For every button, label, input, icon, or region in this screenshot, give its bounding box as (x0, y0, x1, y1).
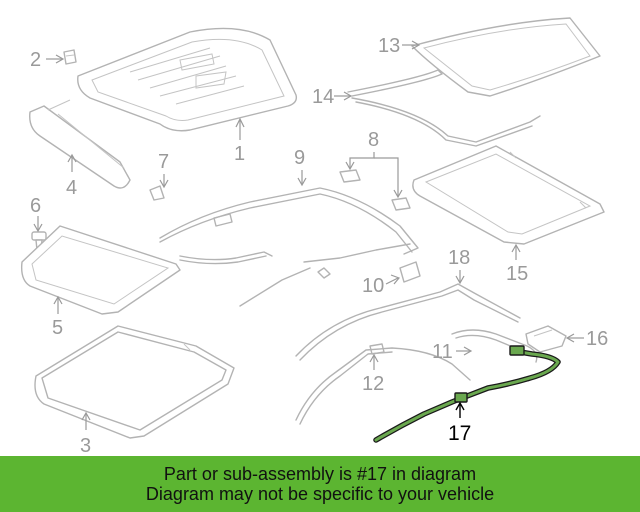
svg-text:6: 6 (30, 195, 41, 217)
part-3-seal (34, 325, 235, 439)
label-12: 12 (362, 353, 384, 395)
label-5: 5 (52, 295, 63, 339)
svg-text:15: 15 (506, 263, 528, 285)
svg-text:8: 8 (368, 129, 379, 151)
label-15: 15 (506, 243, 528, 285)
part-5-glass-frame (20, 225, 181, 315)
label-4: 4 (66, 153, 77, 199)
label-6: 6 (30, 195, 43, 233)
svg-text:18: 18 (448, 247, 470, 269)
part-7-bracket (149, 185, 165, 201)
label-11: 11 (432, 341, 473, 363)
part-9-track-assembly (159, 187, 419, 307)
label-14: 14 (312, 86, 353, 108)
part-10-motor (399, 261, 421, 283)
svg-text:17: 17 (448, 422, 471, 445)
svg-text:13: 13 (378, 35, 400, 57)
svg-text:5: 5 (52, 317, 63, 339)
svg-text:16: 16 (586, 328, 608, 350)
svg-text:11: 11 (432, 341, 453, 363)
label-8: 8 (345, 129, 403, 199)
svg-text:12: 12 (362, 373, 384, 395)
svg-text:10: 10 (362, 275, 384, 297)
svg-text:4: 4 (66, 177, 77, 199)
label-16: 16 (565, 328, 608, 350)
part-15-sunshade (412, 145, 605, 245)
part-1-roof-panel (77, 27, 298, 132)
info-banner: Part or sub-assembly is #17 in diagram D… (0, 456, 640, 512)
part-14-seal-strip (347, 69, 541, 147)
part-18-drain-hose (295, 283, 521, 361)
svg-text:3: 3 (80, 435, 91, 455)
label-13: 13 (378, 35, 421, 57)
svg-text:9: 9 (294, 147, 305, 169)
part-4-deflector (29, 99, 131, 189)
svg-text:7: 7 (158, 151, 169, 173)
banner-line-disclaimer: Diagram may not be specific to your vehi… (145, 484, 495, 504)
label-3: 3 (80, 411, 91, 455)
label-1: 1 (234, 117, 245, 165)
svg-text:14: 14 (312, 86, 334, 108)
part-17-cable-highlighted (373, 345, 561, 443)
label-9: 9 (294, 147, 307, 187)
label-10: 10 (362, 274, 401, 297)
part-13-glass (411, 17, 601, 97)
svg-text:1: 1 (234, 143, 245, 165)
label-7: 7 (158, 151, 169, 189)
part-12-hose (295, 343, 471, 425)
label-18: 18 (448, 247, 470, 285)
banner-line-part: Part or sub-assembly is #17 in diagram (163, 464, 477, 484)
label-2: 2 (30, 49, 65, 71)
part-2-clip (63, 49, 77, 65)
label-17: 17 (448, 401, 471, 445)
part-16-bracket (525, 325, 567, 353)
parts-diagram: 1 2 4 7 6 (20, 17, 608, 455)
part-8-guides (339, 169, 411, 211)
svg-text:2: 2 (30, 49, 41, 71)
